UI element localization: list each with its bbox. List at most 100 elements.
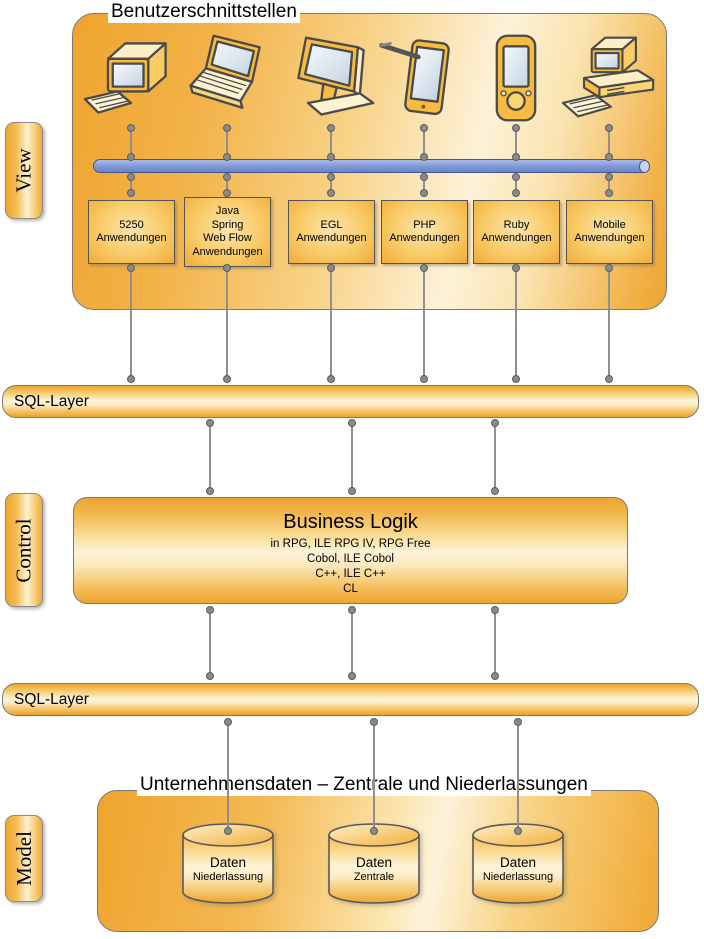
business-logic-language-line: in RPG, ILE RPG IV, RPG Free (270, 538, 431, 550)
connector-dot (348, 606, 356, 614)
connector-line (373, 724, 375, 829)
connector-line (130, 179, 132, 193)
connector-line (209, 425, 211, 489)
database-location: Niederlassung (482, 871, 554, 883)
connector-dot (420, 189, 428, 197)
connector-dot (512, 264, 520, 272)
connector-dot (512, 124, 520, 132)
connector-dot (514, 718, 522, 726)
connector-dot (127, 264, 135, 272)
connector-line (330, 179, 332, 193)
connector-dot (223, 124, 231, 132)
connector-line (423, 179, 425, 193)
connector-line (494, 425, 496, 489)
connector-line (226, 130, 228, 157)
connector-dot (370, 718, 378, 726)
app-line: Java (215, 205, 240, 217)
connector-line (226, 179, 228, 193)
connector-line (515, 130, 517, 157)
view-layer-label: View (5, 122, 43, 219)
connector-dot (327, 124, 335, 132)
connector-dot (605, 153, 613, 161)
app-line: Ruby (503, 218, 530, 231)
connector-dot (327, 173, 335, 181)
connector-line (227, 724, 229, 829)
connector-dot (605, 189, 613, 197)
business-logic-language-line: C++, ILE C++ (315, 568, 386, 580)
app-box-egl: EGL Anwendungen (288, 200, 375, 264)
crt-terminal-icon (83, 42, 167, 114)
connector-dot (420, 264, 428, 272)
connector-dot (348, 419, 356, 427)
connector-line (209, 612, 211, 674)
connector-line (351, 425, 353, 489)
connector-dot (223, 375, 231, 383)
business-logic-title: Business Logik (283, 511, 418, 533)
connector-dot (223, 189, 231, 197)
app-box-ruby: Ruby Anwendungen (473, 200, 560, 264)
connector-line (515, 179, 517, 193)
connector-dot (420, 375, 428, 383)
connector-dot (605, 375, 613, 383)
connector-dot (327, 375, 335, 383)
network-bus (93, 159, 650, 173)
connector-dot (491, 419, 499, 427)
app-line: Anwendungen (96, 232, 167, 244)
business-logic-box: Business Logik in RPG, ILE RPG IV, RPG F… (73, 497, 628, 604)
connector-dot (127, 375, 135, 383)
database-name: Daten (355, 855, 393, 870)
sql-layer-top-label: SQL-Layer (14, 392, 89, 410)
app-line: Mobile (593, 218, 626, 231)
connector-dot (420, 173, 428, 181)
connector-dot (206, 672, 214, 680)
laptop-icon (189, 34, 261, 109)
connector-line (226, 271, 228, 379)
sql-layer-top: SQL-Layer (2, 385, 699, 418)
connector-line (351, 612, 353, 674)
app-line: 5250 (119, 218, 144, 231)
connector-line (130, 271, 132, 379)
connector-dot (348, 487, 356, 495)
connector-dot (223, 173, 231, 181)
app-box-php: PHP Anwendungen (381, 200, 468, 264)
connector-dot (512, 173, 520, 181)
connector-dot (127, 124, 135, 132)
desktop-computer-icon (561, 36, 655, 118)
view-layer-text: View (11, 148, 36, 193)
connector-line (130, 130, 132, 157)
connector-dot (223, 153, 231, 161)
connector-dot (224, 718, 232, 726)
connector-dot (512, 153, 520, 161)
database-label: Daten Zentrale (309, 855, 439, 884)
connector-dot (491, 606, 499, 614)
connector-dot (512, 375, 520, 383)
app-line: Web Flow (203, 232, 252, 244)
connector-dot (605, 124, 613, 132)
app-line: Anwendungen (574, 232, 645, 244)
pda-icon (495, 34, 537, 122)
app-line: Anwendungen (389, 232, 460, 244)
app-line: Anwendungen (192, 245, 263, 258)
business-logic-language-line: Cobol, ILE Cobol (307, 553, 394, 565)
database-cylinder-central (328, 823, 420, 904)
control-layer-label: Control (5, 493, 43, 607)
connector-dot (127, 153, 135, 161)
connector-line (330, 271, 332, 379)
connector-dot (605, 264, 613, 272)
connector-dot (420, 153, 428, 161)
app-line: Anwendungen (481, 232, 552, 244)
connector-line (330, 130, 332, 157)
connector-dot (348, 672, 356, 680)
connector-dot (514, 827, 522, 835)
model-layer-label: Model (5, 815, 43, 902)
database-location: Niederlassung (192, 871, 264, 883)
app-line: Spring (211, 218, 244, 231)
connector-dot (127, 189, 135, 197)
connector-dot (327, 153, 335, 161)
enterprise-data-title: Unternehmensdaten – Zentrale und Niederl… (137, 774, 591, 796)
sql-layer-bottom: SQL-Layer (2, 683, 699, 716)
connector-line (608, 130, 610, 157)
connector-dot (491, 672, 499, 680)
connector-line (515, 271, 517, 379)
